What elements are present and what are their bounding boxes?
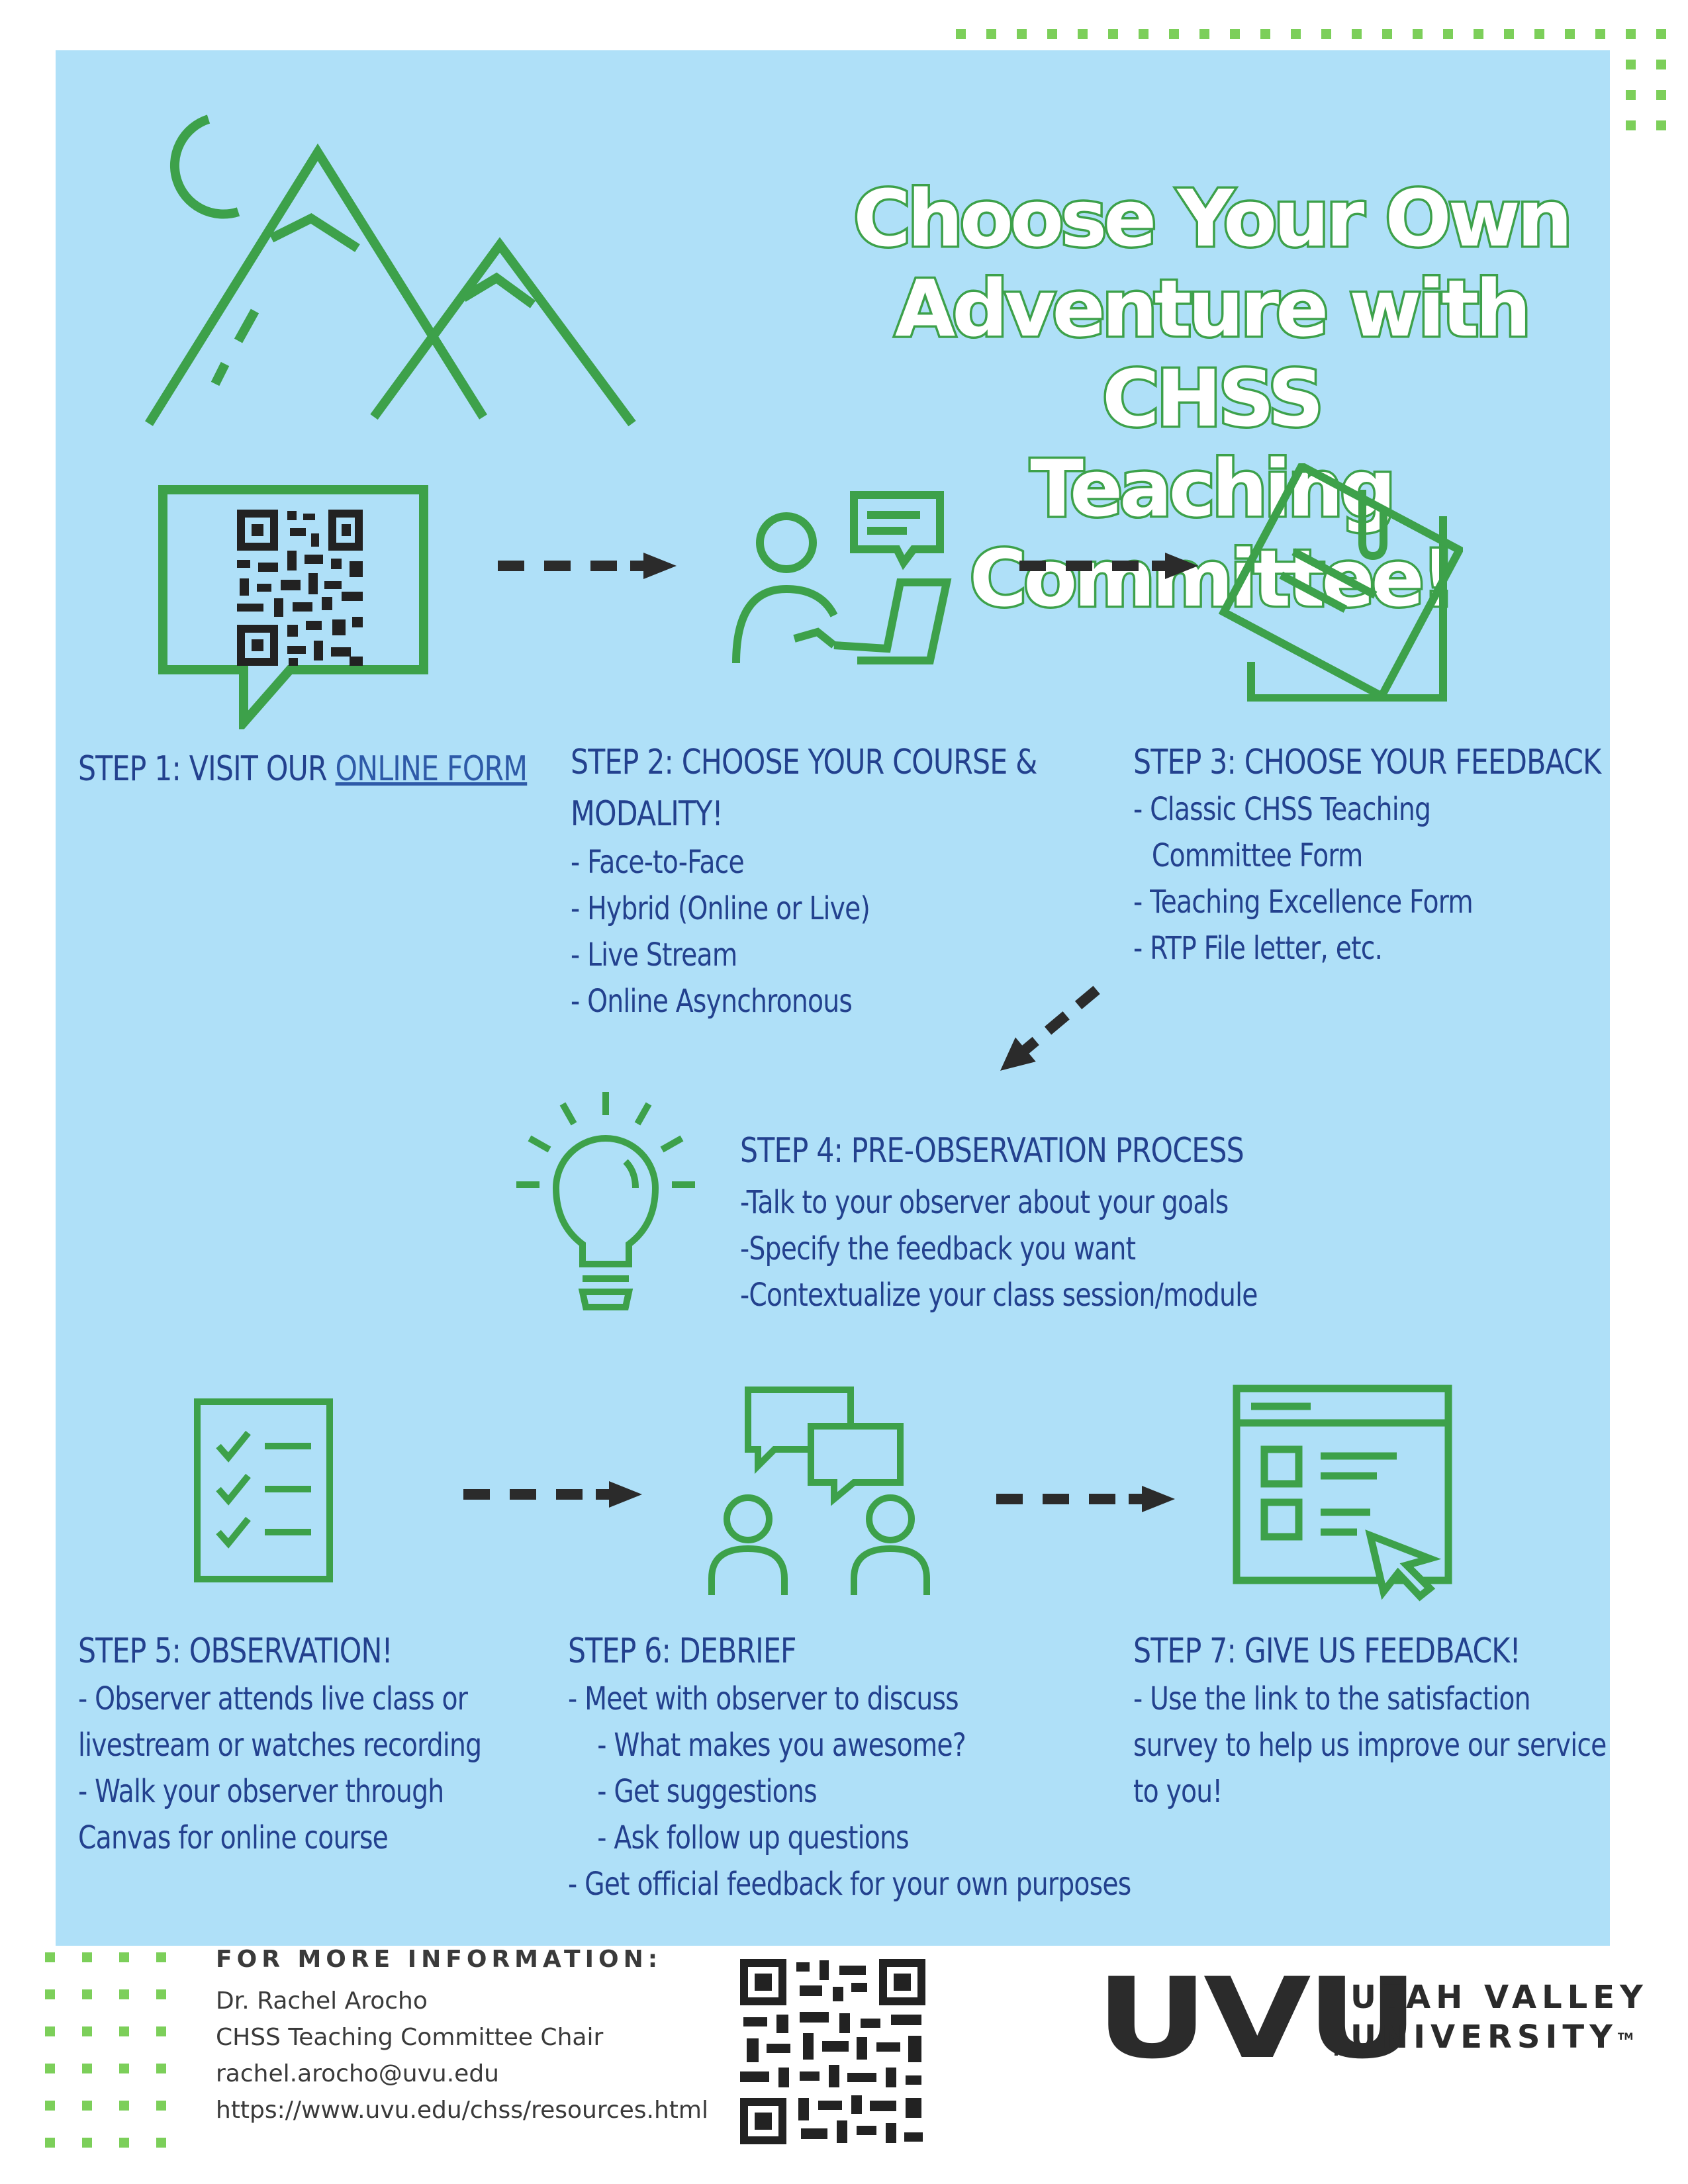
- list-item: - Observer attends live class or: [78, 1680, 468, 1717]
- contact-role: CHSS Teaching Committee Chair: [216, 2024, 604, 2051]
- logo-divider: [1335, 1978, 1338, 2056]
- arrow-step1-to-step2: [498, 553, 677, 579]
- uvu-logo-name: UTAH VALLEY UNIVERSITYTM: [1350, 1979, 1648, 2056]
- list-item: - Online Asynchronous: [571, 983, 853, 1020]
- uvu-logo-mark: UVU: [1096, 1954, 1419, 2083]
- arrow-step2-to-step3: [1019, 553, 1198, 579]
- two-people-chat-icon: [708, 1387, 930, 1595]
- contact-info: Dr. Rachel Arocho CHSS Teaching Committe…: [216, 1983, 708, 2128]
- mountains-moon-icon: [145, 114, 636, 427]
- list-item: -Specify the feedback you want: [740, 1230, 1136, 1267]
- footer-label: FOR MORE INFORMATION:: [216, 1946, 663, 1973]
- list-item: - Live Stream: [571, 936, 737, 974]
- list-item: - Use the link to the satisfaction: [1133, 1680, 1531, 1717]
- contact-url[interactable]: https://www.uvu.edu/chss/resources.html: [216, 2097, 708, 2124]
- step4-heading: STEP 4: PRE-OBSERVATION PROCESS: [740, 1131, 1244, 1171]
- list-item: Canvas for online course: [78, 1819, 389, 1856]
- step5-list: - Observer attends live class or livestr…: [78, 1676, 482, 1861]
- dot-grid-bottom-left: [42, 1950, 168, 2168]
- step4-list: -Talk to your observer about your goals …: [740, 1179, 1258, 1318]
- contact-email[interactable]: rachel.arocho@uvu.edu: [216, 2060, 499, 2087]
- list-item: livestream or watches recording: [78, 1727, 482, 1764]
- clipped-note-icon: [1218, 463, 1463, 702]
- person-laptop-chat-icon: [732, 491, 952, 664]
- qr-speech-bubble-icon: [158, 485, 428, 729]
- step3-heading: STEP 3: CHOOSE YOUR FEEDBACK: [1133, 743, 1601, 782]
- qr-code-icon[interactable]: [740, 1959, 925, 2144]
- web-form-cursor-icon: [1233, 1385, 1452, 1602]
- list-item: -Contextualize your class session/module: [740, 1277, 1258, 1314]
- list-item: Committee Form: [1151, 837, 1363, 874]
- step7-heading: STEP 7: GIVE US FEEDBACK!: [1133, 1631, 1521, 1671]
- list-item: survey to help us improve our service: [1133, 1727, 1607, 1764]
- step1-heading-prefix: STEP 1: VISIT OUR: [78, 749, 336, 789]
- list-item: - What makes you awesome?: [597, 1727, 966, 1764]
- contact-name: Dr. Rachel Arocho: [216, 1987, 428, 2015]
- arrow-step3-to-step4: [1000, 985, 1100, 1071]
- list-item: - Face-to-Face: [571, 844, 745, 881]
- arrow-step5-to-step6: [463, 1481, 642, 1508]
- step2-list: - Face-to-Face - Hybrid (Online or Live)…: [571, 839, 870, 1024]
- list-item: - Walk your observer through: [78, 1773, 444, 1810]
- step6-heading: STEP 6: DEBRIEF: [568, 1631, 797, 1671]
- list-item: - Get suggestions: [597, 1773, 817, 1810]
- step1-heading: STEP 1: VISIT OUR ONLINE FORM: [78, 743, 528, 795]
- list-item: - Meet with observer to discuss: [568, 1680, 959, 1717]
- list-item: - Teaching Excellence Form: [1133, 884, 1474, 921]
- list-item: -Talk to your observer about your goals: [740, 1184, 1229, 1221]
- trademark: TM: [1617, 2032, 1634, 2042]
- list-item: - RTP File letter, etc.: [1133, 930, 1383, 967]
- content-panel: [56, 50, 1610, 1946]
- checklist-icon: [194, 1398, 333, 1582]
- list-item: - Hybrid (Online or Live): [571, 890, 870, 927]
- list-item: - Get official feedback for your own pur…: [568, 1866, 1131, 1903]
- online-form-link[interactable]: ONLINE FORM: [335, 749, 528, 789]
- list-item: to you!: [1133, 1773, 1223, 1810]
- list-item: - Ask follow up questions: [597, 1819, 909, 1856]
- list-item: - Classic CHSS Teaching: [1133, 791, 1431, 828]
- step7-list: - Use the link to the satisfaction surve…: [1133, 1676, 1607, 1815]
- step2-heading: STEP 2: CHOOSE YOUR COURSE & MODALITY!: [571, 743, 1037, 834]
- step3-list: - Classic CHSS Teaching Committee Form -…: [1133, 786, 1474, 972]
- step6-list: - Meet with observer to discuss - What m…: [568, 1676, 1131, 1907]
- lightbulb-icon: [516, 1092, 695, 1310]
- step5-heading: STEP 5: OBSERVATION!: [78, 1631, 393, 1671]
- arrow-step6-to-step7: [996, 1486, 1175, 1512]
